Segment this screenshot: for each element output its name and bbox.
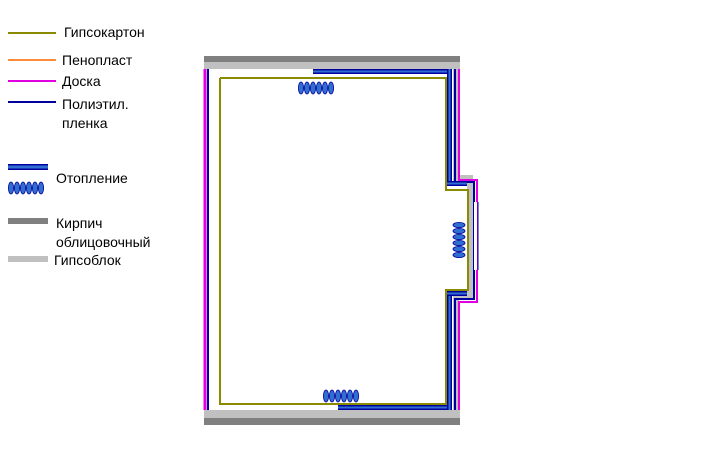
legend-drywall-swatch <box>8 32 56 34</box>
gypsum-block-wall-bottom <box>204 410 460 418</box>
drywall-outline <box>219 77 469 405</box>
legend-heating-pipe-swatch <box>8 164 48 170</box>
legend-brick-label-line2: облицовочный <box>56 234 151 250</box>
radiator-bottom <box>322 389 359 403</box>
radiator-top <box>297 81 334 95</box>
heating-pipe-top <box>313 69 467 186</box>
legend-film-label-line1: Полиэтил. <box>62 96 129 112</box>
legend-foam-swatch <box>8 59 56 61</box>
brick-wall-top <box>204 56 460 62</box>
heating-pipe-bottom <box>338 291 467 410</box>
legend-heating-label: Отопление <box>56 170 128 186</box>
bay-window <box>474 202 477 270</box>
legend-heating-radiator-swatch <box>8 181 44 195</box>
legend-drywall-label: Гипсокартон <box>64 24 145 40</box>
legend-brick-label-line1: Кирпич <box>56 215 103 231</box>
legend-foam-label: Пенопласт <box>62 52 133 68</box>
legend-gypsum-block-swatch <box>8 256 48 262</box>
legend-gypsum-block-label: Гипсоблок <box>54 252 121 268</box>
legend-brick-swatch <box>8 218 48 224</box>
radiator-right <box>452 221 466 258</box>
brick-wall-bottom <box>204 418 460 425</box>
legend-board-label: Доска <box>62 73 101 89</box>
legend-board-swatch <box>8 80 56 82</box>
legend-film-label-line2: пленка <box>62 115 108 131</box>
legend-film-swatch <box>8 101 56 103</box>
gypsum-block-wall-top <box>204 62 460 69</box>
